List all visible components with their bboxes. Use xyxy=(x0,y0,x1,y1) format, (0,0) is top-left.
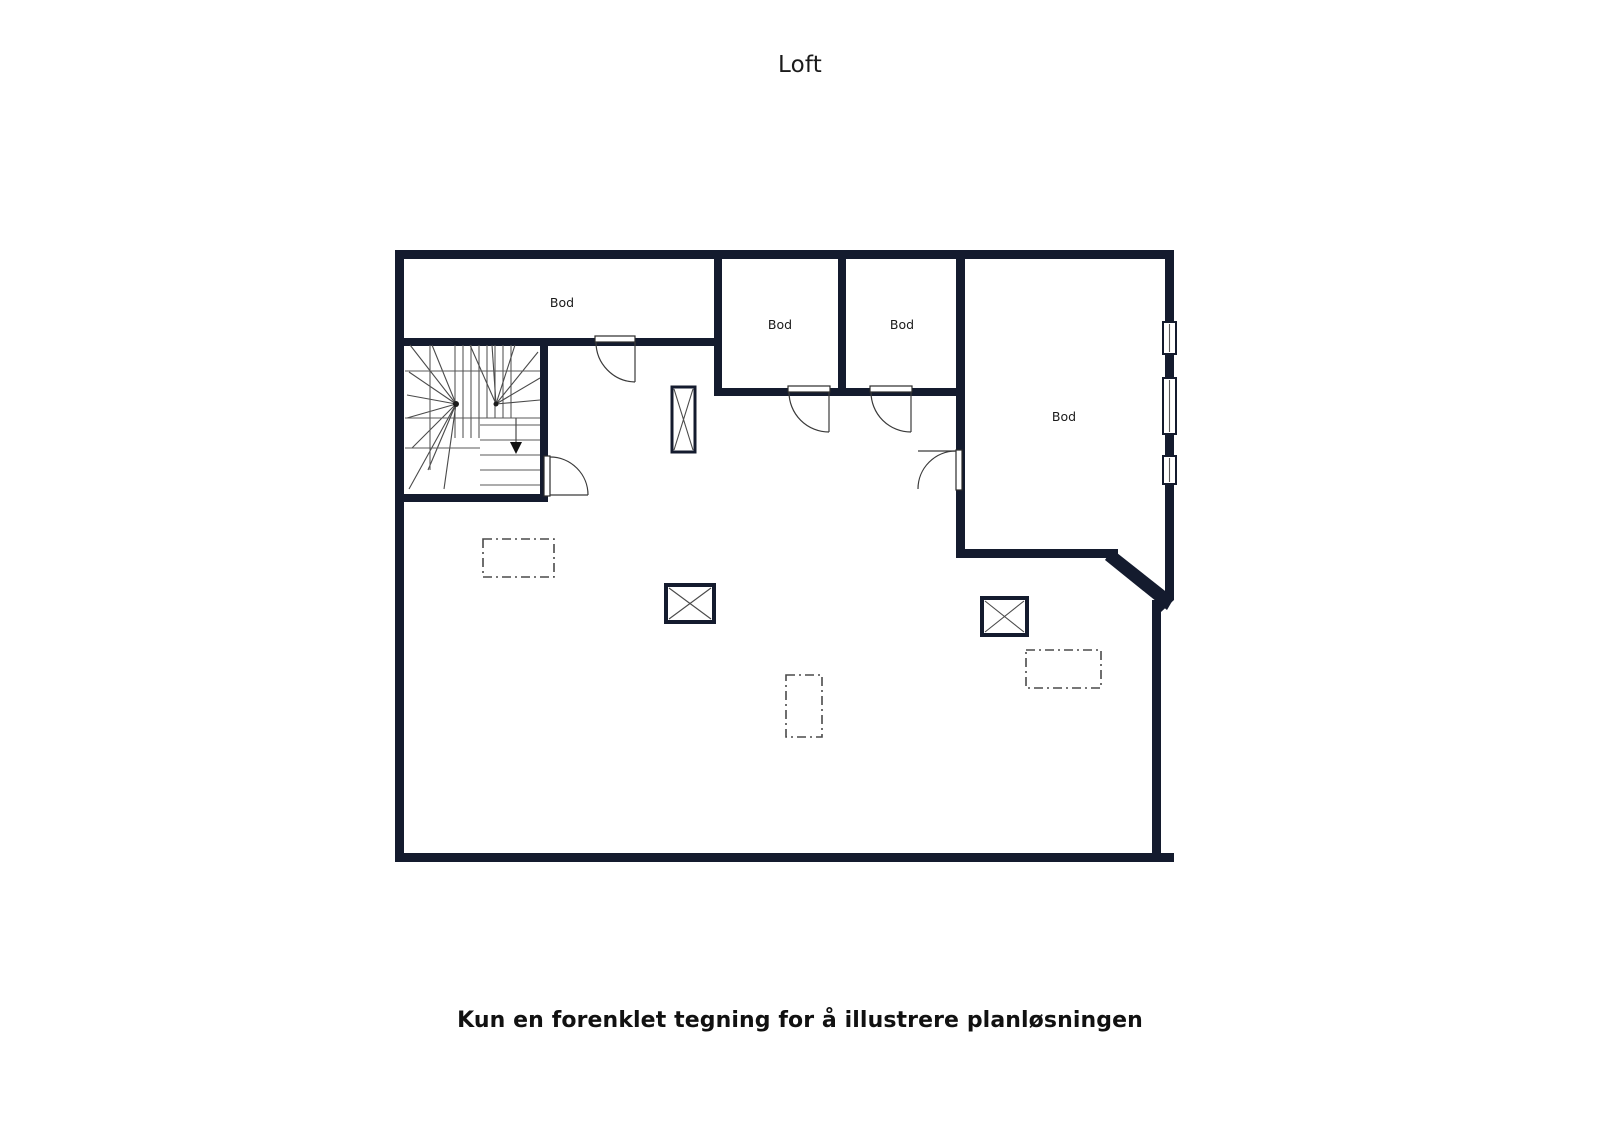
plan-caption: Kun en forenklet tegning for å illustrer… xyxy=(457,1008,1143,1033)
roof-window-left xyxy=(482,538,555,578)
roof-window-center xyxy=(785,674,823,738)
window-right-2 xyxy=(1162,377,1177,435)
door-bod-mid-right xyxy=(869,385,913,433)
stair-direction-arrow xyxy=(510,418,522,454)
window-right-3 xyxy=(1162,455,1177,485)
floor-fill xyxy=(397,252,1172,860)
door-bod-mid-left xyxy=(787,385,831,433)
door-bod-top-left xyxy=(594,335,636,383)
room-label-bod-mid-left: Bod xyxy=(768,317,792,332)
door-bod-right xyxy=(917,449,963,491)
shaft-hatch-vertical xyxy=(670,385,697,454)
room-label-bod-right-large: Bod xyxy=(1052,409,1076,424)
window-right-1 xyxy=(1162,321,1177,355)
roof-windows xyxy=(482,538,1102,738)
page-title: Loft xyxy=(778,52,822,78)
windows xyxy=(1162,321,1177,485)
door-stairwell xyxy=(543,455,589,497)
room-label-bod-mid-right: Bod xyxy=(890,317,914,332)
winder-staircase xyxy=(405,344,541,490)
room-label-bod-top-left: Bod xyxy=(550,295,574,310)
roof-hatch-right xyxy=(980,596,1029,637)
interior-walls xyxy=(404,254,1174,610)
room-labels: Bod Bod Bod Bod xyxy=(550,295,1076,424)
roof-hatch-center xyxy=(664,583,716,624)
